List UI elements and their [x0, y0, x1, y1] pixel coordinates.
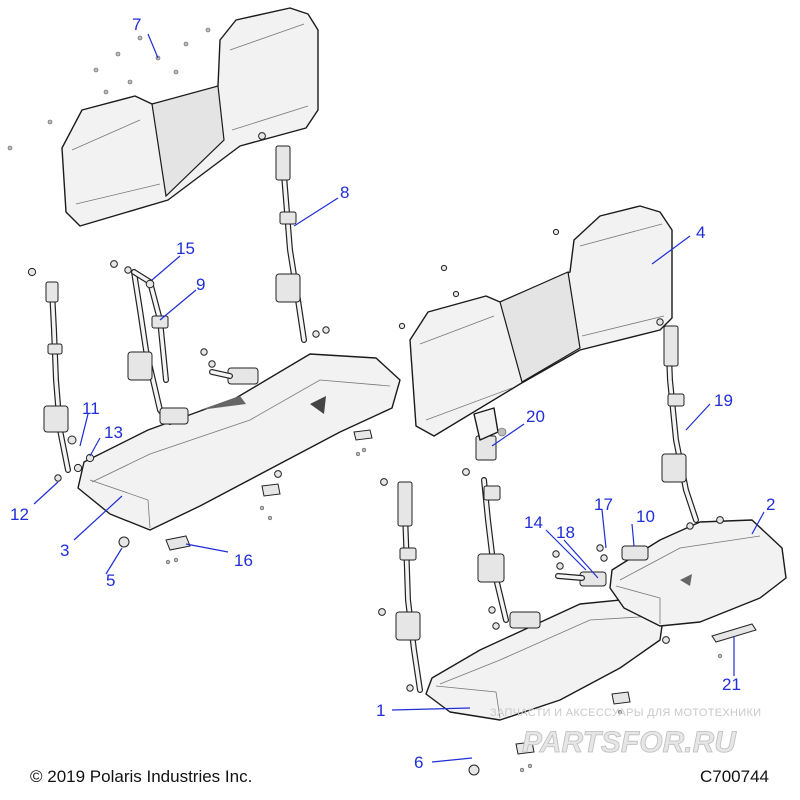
belt-eight — [275, 145, 307, 343]
front-seat-back — [409, 205, 673, 437]
bracket-sixteen — [165, 429, 373, 551]
callout-10: 10 — [636, 507, 655, 526]
callout-9: 9 — [196, 275, 205, 294]
rear-seat-back — [61, 7, 319, 227]
callout-14: 14 — [524, 513, 543, 532]
callout-7: 7 — [132, 15, 141, 34]
callout-12: 12 — [10, 505, 29, 524]
rear-seat-bottom — [77, 353, 401, 531]
belt-nineteen — [661, 325, 699, 523]
callout-13: 13 — [104, 423, 123, 442]
callout-6: 6 — [414, 753, 423, 772]
callout-labels: 1 2 3 4 5 6 7 8 9 10 11 12 13 14 15 16 1… — [10, 15, 775, 772]
watermark-brand: PARTSFOR.RU — [522, 726, 737, 759]
rear-buckle — [209, 367, 259, 385]
front-right-seat-bottom — [609, 519, 787, 627]
leader-lines — [33, 33, 765, 763]
callout-20: 20 — [526, 407, 545, 426]
callout-18: 18 — [556, 523, 575, 542]
hardware — [27, 132, 724, 776]
callout-15: 15 — [176, 239, 195, 258]
callout-5: 5 — [106, 571, 115, 590]
callout-3: 3 — [60, 541, 69, 560]
front-buckles — [555, 545, 649, 587]
callout-21: 21 — [722, 675, 741, 694]
callout-2: 2 — [766, 495, 775, 514]
fastener-dots — [7, 27, 723, 773]
callout-4: 4 — [696, 223, 705, 242]
emblem-twenty — [473, 407, 507, 441]
callout-8: 8 — [340, 183, 349, 202]
callout-16: 16 — [234, 551, 253, 570]
diagram-code: C700744 — [700, 767, 769, 786]
copyright-text: © 2019 Polaris Industries Inc. — [30, 767, 252, 786]
belt-left-outer — [43, 281, 71, 473]
belt-front-center — [475, 435, 541, 629]
callout-1: 1 — [376, 701, 385, 720]
watermark-tagline: ЗАПЧАСТИ И АКСЕССУАРЫ ДЛЯ МОТОТЕХНИКИ — [490, 707, 761, 719]
callout-17: 17 — [594, 495, 613, 514]
belt-nine — [127, 269, 189, 425]
callout-19: 19 — [714, 391, 733, 410]
belt-front-left-outer — [395, 481, 423, 693]
bracket-twenty-one — [515, 623, 757, 755]
callout-11: 11 — [82, 399, 100, 418]
